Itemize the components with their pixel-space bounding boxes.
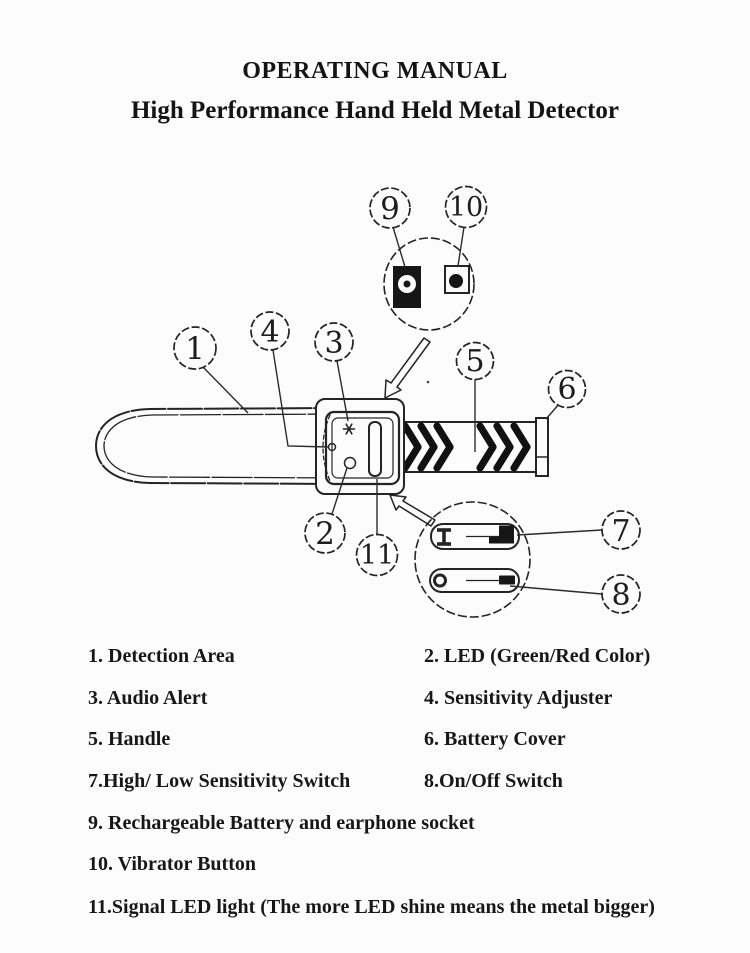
handle-grip-chevrons-left <box>401 422 454 472</box>
callout-number-1: 1 <box>185 331 205 367</box>
callout-circle-11 <box>355 533 399 577</box>
legend-item-11: 11.Signal LED light (The more LED shine … <box>88 896 655 918</box>
legend-item-7: 7.High/ Low Sensitivity Switch <box>88 770 351 792</box>
leader-line-1 <box>201 365 249 414</box>
callout-circle-7 <box>601 510 641 550</box>
callout-circle-1 <box>173 326 217 370</box>
sensitivity-switch-knob-foot <box>489 537 500 544</box>
leader-line-9 <box>392 226 406 268</box>
leader-line-7 <box>516 529 603 536</box>
leader-line-8 <box>509 585 603 595</box>
legend-item-3: 3. Audio Alert <box>88 687 208 709</box>
legend-item-2: 2. LED (Green/Red Color) <box>424 645 651 667</box>
callout-number-10: 10 <box>449 192 483 223</box>
device-diagram: 1 4 3 9 10 5 6 2 11 7 8 <box>94 185 641 618</box>
legend-item-9: 9. Rechargeable Battery and earphone soc… <box>88 812 475 834</box>
sensitivity-switch-knob <box>499 525 514 544</box>
callout-number-8: 8 <box>611 578 630 613</box>
legend-item-5: 5. Handle <box>88 728 171 750</box>
callout-circle-6 <box>547 369 587 409</box>
callout-circle-2 <box>304 512 346 554</box>
vibrator-button-dot <box>449 274 463 288</box>
callout-number-7: 7 <box>611 514 630 549</box>
callout-number-4: 4 <box>260 315 279 350</box>
callout-circle-5 <box>455 341 495 381</box>
led-indicator <box>343 456 357 470</box>
control-panel-inner-line <box>331 417 394 479</box>
zoom-arrow-top <box>384 337 431 399</box>
callout-number-5: 5 <box>465 344 484 379</box>
callout-circle-3 <box>314 322 354 362</box>
sensitivity-switch-slot <box>430 523 520 550</box>
legend-item-1: 1. Detection Area <box>88 645 235 667</box>
sensitivity-switch-ibeam <box>437 528 451 546</box>
legend-row-1: 1. Detection Area 2. LED (Green/Red Colo… <box>0 645 750 671</box>
legend-row-3: 5. Handle 6. Battery Cover <box>0 728 750 754</box>
page-title: OPERATING MANUAL <box>242 58 508 84</box>
vibrator-button-frame <box>444 265 470 294</box>
onoff-switch-o-mark <box>433 573 447 588</box>
legend-item-6: 6. Battery Cover <box>424 728 566 750</box>
ink-speck <box>426 380 430 384</box>
legend-item-8: 8.On/Off Switch <box>424 770 563 792</box>
legend-row-6: 10. Vibrator Button <box>0 853 750 879</box>
callout-number-6: 6 <box>557 372 576 407</box>
callout-number-11: 11 <box>360 540 394 571</box>
leader-line-10 <box>457 226 465 267</box>
callout-circle-10 <box>444 185 488 229</box>
leader-line-2 <box>331 467 348 515</box>
legend-item-10: 10. Vibrator Button <box>88 853 256 875</box>
sensitivity-adjuster-hole <box>327 442 337 452</box>
legend-row-4: 7.High/ Low Sensitivity Switch 8.On/Off … <box>0 770 750 796</box>
page-subtitle: High Performance Hand Held Metal Detecto… <box>130 97 620 124</box>
callout-circle-8 <box>601 574 641 614</box>
audio-alert-speaker <box>342 423 356 435</box>
socket-pin <box>403 280 411 288</box>
legend-row-7: 11.Signal LED light (The more LED shine … <box>0 896 750 922</box>
handle-grip-chevrons-right <box>476 422 531 472</box>
legend-row-2: 3. Audio Alert 4. Sensitivity Adjuster <box>0 687 750 713</box>
zoom-arrow-bottom <box>389 494 436 527</box>
onoff-switch-knob <box>499 575 515 585</box>
leader-line-3 <box>336 360 349 422</box>
callout-circle-9 <box>369 187 411 229</box>
callout-circle-4 <box>250 311 290 351</box>
battery-cover <box>535 417 549 477</box>
callout-number-9: 9 <box>380 191 400 227</box>
detection-area-inner-line <box>103 413 349 479</box>
top-detail-circle <box>383 237 475 331</box>
legend-row-5: 9. Rechargeable Battery and earphone soc… <box>0 812 750 838</box>
onoff-switch-slot <box>429 568 520 593</box>
callout-number-2: 2 <box>315 516 335 552</box>
legend-item-4: 4. Sensitivity Adjuster <box>424 687 613 709</box>
signal-led-slot <box>368 421 382 477</box>
callout-number-3: 3 <box>324 326 343 361</box>
bottom-detail-circle <box>414 501 531 618</box>
leader-line-4 <box>272 349 329 448</box>
